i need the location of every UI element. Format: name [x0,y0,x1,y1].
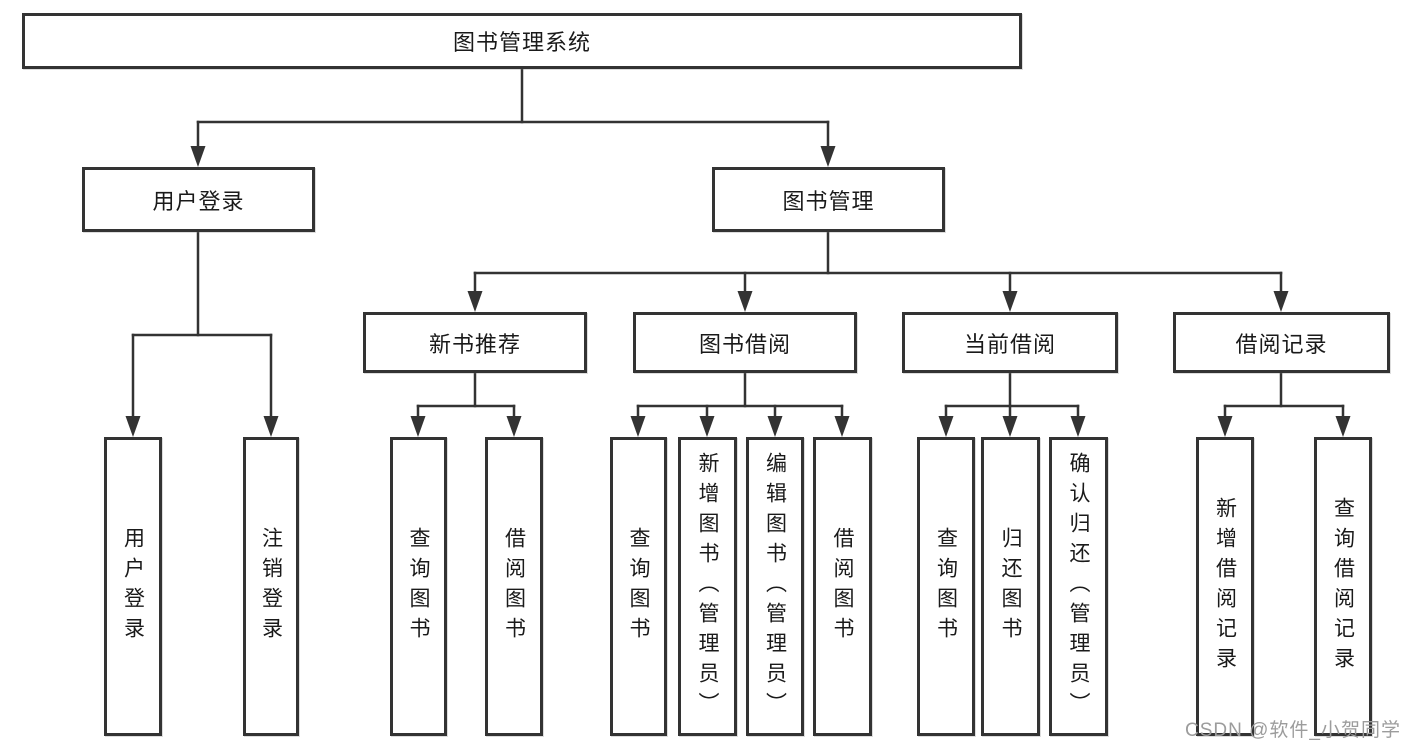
leaf-confirm-return-admin: 确认归还（管理员） [1049,437,1108,736]
leaf-query-books-current: 查询图书 [917,437,975,736]
leaf-edit-books-admin: 编辑图书（管理员） [746,437,804,736]
leaf-query-borrow-record: 查询借阅记录 [1314,437,1372,736]
node-book-management: 图书管理 [712,167,945,232]
connector-borrow-records-children [1223,370,1345,422]
node-new-book-recommend: 新书推荐 [363,312,587,373]
leaf-user-login: 用户登录 [104,437,162,736]
node-user-login: 用户登录 [82,167,315,232]
node-root-system: 图书管理系统 [22,13,1022,69]
connector-book-borrow-children [636,370,844,422]
connector-current-borrow-children [944,370,1080,422]
connector-user-login-children [131,229,273,422]
connector-root-to-level2 [196,66,830,152]
leaf-logout: 注销登录 [243,437,299,736]
leaf-borrow-books-recommend: 借阅图书 [485,437,543,736]
node-borrow-records: 借阅记录 [1173,312,1390,373]
connector-new-book-children [416,370,516,422]
leaf-borrow-books: 借阅图书 [813,437,872,736]
node-current-borrow: 当前借阅 [902,312,1118,373]
connector-book-management-children [473,229,1283,297]
leaf-add-books-admin: 新增图书（管理员） [678,437,737,736]
csdn-watermark: CSDN @软件_小贺同学 [1185,720,1401,741]
leaf-add-borrow-record: 新增借阅记录 [1196,437,1254,736]
leaf-query-books-recommend: 查询图书 [390,437,447,736]
leaf-return-books: 归还图书 [981,437,1040,736]
node-book-borrow: 图书借阅 [633,312,857,373]
leaf-query-books-borrow: 查询图书 [610,437,667,736]
